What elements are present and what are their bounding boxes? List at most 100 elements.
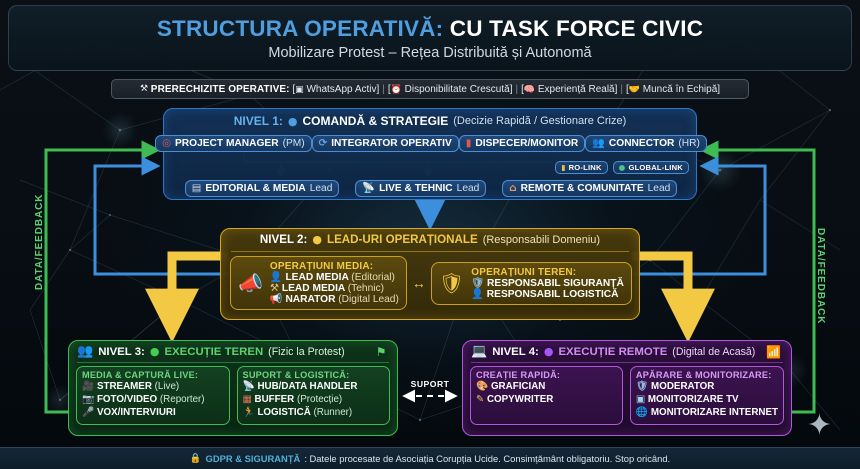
siren-icon: ▮	[465, 138, 472, 149]
group-creatie-rapida[interactable]: CREAȚIE RAPIDĂ: 🎨 GRAFICIAN ✎ COPYWRITER	[470, 366, 623, 425]
sparkle-icon: ✦	[806, 409, 832, 442]
group-operatiuni-media[interactable]: 📣 OPERAȚIUNI MEDIA: 👤 LEAD MEDIA (Editor…	[230, 256, 407, 310]
footer-key: GDPR & SIGURANȚĂ	[205, 453, 301, 464]
list-item[interactable]: ▣ MONITORIZARE TV	[635, 393, 739, 405]
group-title: MEDIA & CAPTURĂ LIVE:	[82, 370, 199, 380]
data-feedback-label-left: DATA/FEEDBACK	[34, 193, 45, 290]
level-2-panel[interactable]: NIVEL 2: ● LEAD-URI OPERAȚIONALE (Respon…	[220, 228, 640, 320]
level-1-tag: NIVEL 1:	[233, 114, 283, 128]
level-4-columns: CREAȚIE RAPIDĂ: 🎨 GRAFICIAN ✎ COPYWRITER…	[470, 366, 784, 425]
group-aparare-monitorizare[interactable]: APĂRARE & MONITORIZARE: 🛡 MODERATOR ▣ MO…	[629, 366, 784, 425]
prerequisites-label: PRERECHIZITE OPERATIVE:	[150, 83, 290, 95]
list-item[interactable]: 👤 RESPONSABIL LOGISTICĂ	[471, 288, 619, 300]
list-item[interactable]: 🏃 LOGISTICĂ (Runner)	[242, 406, 353, 418]
brick-wall-icon: ▦	[242, 393, 252, 405]
level-1-panel[interactable]: NIVEL 1: ● COMANDĂ & STRATEGIE (Decizie …	[155, 108, 707, 200]
role-dispecer-monitor[interactable]: ▮ DISPECER/MONITOR	[458, 135, 586, 152]
group-operatiuni-teren[interactable]: 🛡 OPERAȚIUNI TEREN: 🛡 RESPONSABIL SIGURA…	[430, 261, 632, 305]
list-item[interactable]: 🎤 VOX/INTERVIURI	[82, 406, 176, 418]
level-2-title: LEAD-URI OPERAȚIONALE	[326, 233, 478, 246]
globe-icon: ●	[618, 163, 626, 172]
prerequisite-item-3: [🤝 Muncă în Echipă]	[626, 83, 721, 95]
pencil-icon: ✎	[476, 393, 485, 405]
level-2-body: 📣 OPERAȚIUNI MEDIA: 👤 LEAD MEDIA (Editor…	[230, 256, 632, 310]
runner-icon: 🏃	[242, 406, 255, 418]
list-item[interactable]: 🎨 GRAFICIAN	[476, 381, 546, 392]
level-1-roles-row: ◎ PROJECT MANAGER(PM) ⟳ INTEGRATOR OPERA…	[155, 135, 707, 152]
level-1-link-badges: ▮ RO-LINK ● GLOBAL-LINK	[555, 161, 689, 174]
separator-2: |	[620, 83, 623, 95]
alarm-clock-icon: ⏰	[390, 84, 402, 95]
group-title: APĂRARE & MONITORIZARE:	[635, 370, 772, 380]
title-main: CU TASK FORCE CIVIC	[449, 15, 704, 41]
group-media-captura-live[interactable]: MEDIA & CAPTURĂ LIVE: 🎥 STREAMER (Live) …	[76, 366, 230, 425]
prerequisites-bar: ⚒ PRERECHIZITE OPERATIVE: [▣ WhatsApp Ac…	[111, 79, 749, 99]
megaphone-small-icon: 📢	[269, 294, 283, 305]
page-header: STRUCTURA OPERATIVĂ: CU TASK FORCE CIVIC…	[8, 5, 852, 71]
level-3-subtitle: (Fizic la Protest)	[268, 345, 345, 358]
prerequisite-item-1: [⏰ Disponibilitate Crescută]	[387, 83, 513, 95]
role-integrator-operativ[interactable]: ⟳ INTEGRATOR OPERATIV	[311, 135, 459, 152]
separator-1: |	[515, 83, 519, 95]
level-4-panel[interactable]: 💻 NIVEL 4: ● EXECUȚIE REMOTE (Digital de…	[462, 340, 792, 436]
house-icon: ⌂	[509, 183, 517, 194]
role-project-manager[interactable]: ◎ PROJECT MANAGER(PM)	[155, 135, 312, 152]
badge-global-link[interactable]: ● GLOBAL-LINK	[612, 161, 689, 174]
tools-icon: ⚒	[269, 283, 280, 294]
tools-icon: ⚒	[139, 84, 149, 94]
prerequisite-item-2: [🧠 Experiență Reală]	[521, 83, 618, 95]
blue-circle-icon: ●	[287, 114, 298, 128]
list-item[interactable]: 🌐 MONITORIZARE INTERNET	[635, 406, 778, 418]
level-3-title: EXECUȚIE TEREN	[164, 345, 264, 358]
list-item[interactable]: 🛡 RESPONSABIL SIGURANȚĂ	[471, 277, 624, 289]
role-connector-hr[interactable]: 👥 CONNECTOR(HR)	[585, 135, 707, 152]
separator-0: |	[382, 83, 385, 95]
data-feedback-label-right: DATA/FEEDBACK	[815, 228, 826, 325]
title-accent: STRUCTURA OPERATIVĂ:	[156, 15, 444, 41]
video-camera-icon: 🎥	[82, 381, 95, 392]
globe-icon: 🌐	[635, 406, 649, 418]
palette-icon: 🎨	[476, 381, 489, 392]
list-item[interactable]: ▦ BUFFER (Protecție)	[242, 393, 343, 405]
group-media-title: OPERAȚIUNI MEDIA:	[269, 261, 374, 272]
person-blue-icon: 👤	[269, 272, 283, 283]
group-teren-title: OPERAȚIUNI TEREN:	[471, 266, 577, 278]
level-1-subtitle: (Decizie Rapidă / Gestionare Crize)	[453, 115, 627, 127]
microphone-icon: 🎤	[82, 406, 95, 418]
level-2-link-arrow: ↔	[411, 275, 426, 291]
level-3-tag: NIVEL 3:	[98, 345, 145, 358]
footer-text: : Datele procesate de Asociația Corupția…	[304, 453, 671, 464]
level-4-header: 💻 NIVEL 4: ● EXECUȚIE REMOTE (Digital de…	[463, 344, 791, 359]
level-3-divider	[77, 362, 389, 363]
list-item[interactable]: ⚒ LEAD MEDIA (Tehnic)	[269, 283, 384, 294]
level-4-divider	[471, 362, 783, 363]
list-item[interactable]: 📢 NARATOR (Digital Lead)	[269, 294, 399, 305]
camera-icon: 📷	[82, 393, 95, 405]
brain-icon: 🧠	[523, 84, 536, 95]
shield-icon: 🛡	[471, 277, 485, 289]
list-item[interactable]: ✎ COPYWRITER	[476, 393, 554, 405]
crowd-icon: 👥	[77, 344, 94, 359]
level-2-divider	[231, 251, 629, 252]
group-suport-logistica[interactable]: SUPORT & LOGISTICĂ: 📡 HUB/DATA HANDLER ▦…	[236, 366, 390, 425]
list-item[interactable]: 🛡 MODERATOR	[635, 381, 715, 392]
list-item[interactable]: 🎥 STREAMER (Live)	[82, 381, 180, 392]
page-title: STRUCTURA OPERATIVĂ: CU TASK FORCE CIVIC	[157, 16, 703, 42]
badge-ro-link[interactable]: ▮ RO-LINK	[555, 161, 608, 174]
list-item[interactable]: 📷 FOTO/VIDEO (Reporter)	[82, 393, 205, 405]
level-4-subtitle: (Digital de Acasă)	[672, 345, 756, 358]
people-icon: 👥	[592, 138, 605, 149]
suport-connector: SUPORT	[399, 379, 461, 389]
list-item[interactable]: 📡 HUB/DATA HANDLER	[242, 381, 358, 392]
level-3-columns: MEDIA & CAPTURĂ LIVE: 🎥 STREAMER (Live) …	[76, 366, 390, 425]
wifi-icon: 📶	[766, 344, 782, 359]
level-3-panel[interactable]: 👥 NIVEL 3: ● EXECUȚIE TEREN (Fizic la Pr…	[68, 340, 398, 436]
level-2-tag: NIVEL 2:	[259, 233, 308, 246]
list-item[interactable]: 👤 LEAD MEDIA (Editorial)	[269, 272, 395, 283]
